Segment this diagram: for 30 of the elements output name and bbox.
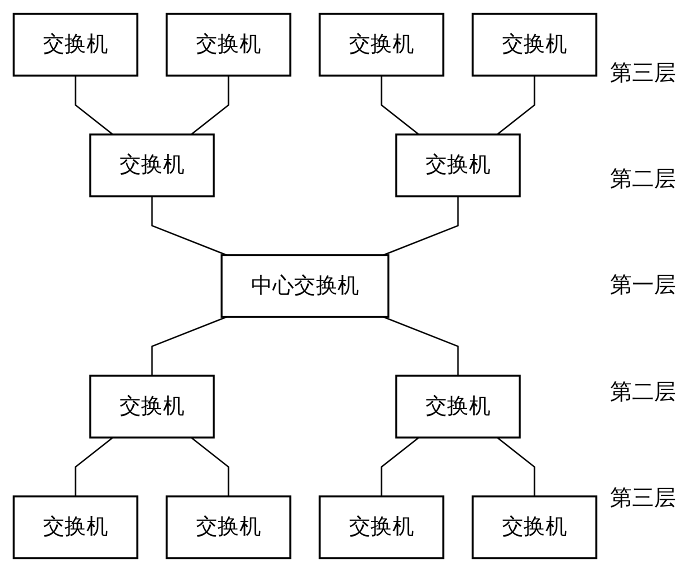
- layer-label: 第一层: [610, 272, 677, 300]
- node-box: 交换机: [12, 12, 138, 76]
- node-box: 交换机: [395, 374, 521, 438]
- connector: [496, 75, 536, 135]
- node-box: 交换机: [89, 133, 215, 197]
- connector: [496, 436, 536, 496]
- connector: [74, 75, 114, 135]
- layer-label: 第二层: [610, 378, 677, 407]
- connector: [383, 316, 459, 376]
- node-box: 交换机: [472, 12, 598, 76]
- node-box: 交换机: [318, 12, 444, 76]
- layer-label: 第三层: [610, 484, 677, 513]
- node-box: 交换机: [395, 133, 521, 197]
- node-box: 交换机: [472, 494, 598, 559]
- node-box: 交换机: [166, 494, 292, 559]
- node-box: 交换机: [89, 374, 215, 438]
- connector: [151, 316, 227, 376]
- connector: [383, 196, 459, 256]
- node-box: 交换机: [318, 494, 444, 559]
- connector: [380, 436, 420, 496]
- connector: [380, 75, 420, 135]
- node-box: 交换机: [12, 494, 138, 559]
- node-box: 中心交换机: [220, 254, 390, 318]
- connector: [74, 436, 114, 496]
- connector: [151, 196, 227, 256]
- connector: [190, 75, 230, 135]
- layer-label: 第三层: [610, 60, 677, 88]
- connector: [190, 436, 230, 496]
- node-box: 交换机: [166, 12, 292, 76]
- layer-label: 第二层: [610, 166, 677, 194]
